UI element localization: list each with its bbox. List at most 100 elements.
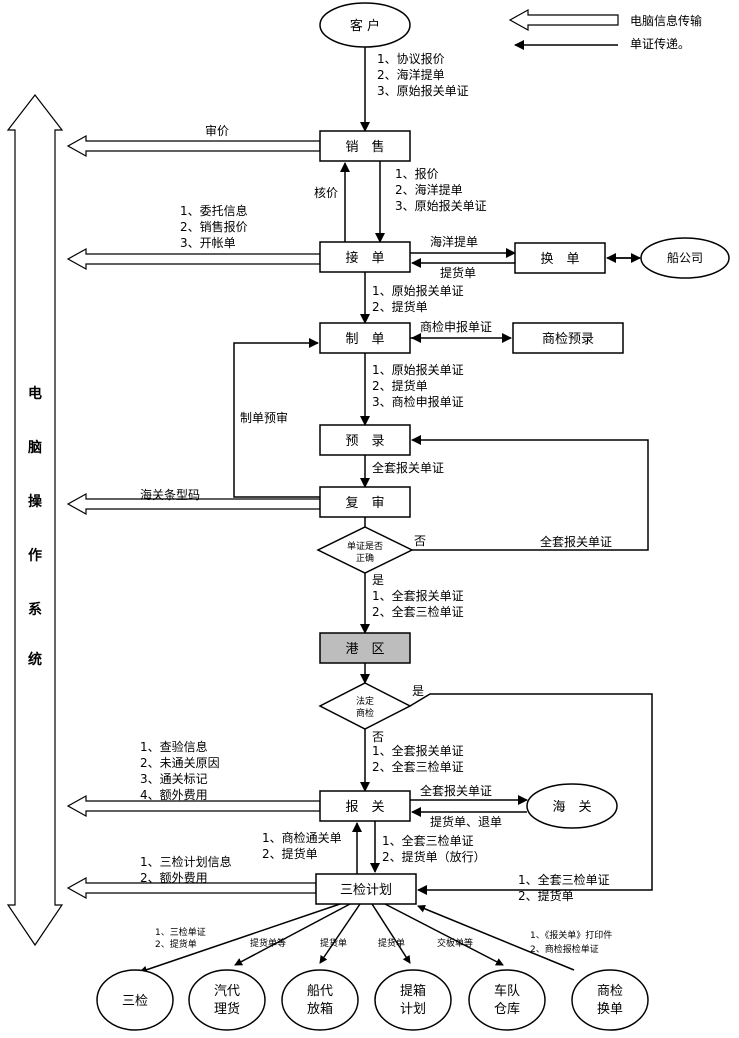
bottom-5-line2: 仓库 (494, 1001, 520, 1017)
arrow-decision1-no (411, 435, 649, 551)
hollow-arrow-review (66, 492, 321, 516)
sales-label: 销 售 (345, 139, 384, 155)
declare-info-4: 4、额外费用 (140, 788, 208, 802)
bottom-node-4 (374, 969, 452, 1031)
port-node (319, 632, 411, 664)
full-docs-right-label: 全套报关单证 (540, 534, 612, 549)
ocean-bl-label: 海洋提单 (430, 234, 478, 249)
system-char-4: 作 (28, 547, 42, 564)
bottom-node-2 (188, 969, 266, 1031)
sales-doc-2: 2、海洋提单 (395, 182, 463, 197)
preentry-label: 预 录 (345, 434, 384, 449)
right-doc-1: 1、全套三检单证 (518, 872, 610, 887)
bottom-4-line1: 提箱 (400, 983, 426, 999)
ciq-pre-node (512, 322, 624, 354)
bottom-node-3 (281, 969, 359, 1031)
bottom-3-line1: 船代 (307, 984, 333, 999)
arrow-plan-b2 (234, 903, 351, 966)
from-declare-2: 2、提货单（放行） (382, 849, 486, 864)
sales-node (319, 130, 411, 162)
port2-doc-2: 2、全套三检单证 (372, 759, 464, 774)
shipping-node (640, 237, 730, 279)
receive-label: 接 单 (345, 250, 384, 266)
bottom-3-line2: 放箱 (307, 1001, 333, 1017)
arrow-plan-b5 (384, 903, 504, 966)
full-docs-label: 全套报关单证 (372, 460, 444, 475)
customer-label: 客 户 (350, 18, 380, 34)
audit-label: 审价 (205, 123, 229, 138)
arrow-plan-b3 (319, 903, 361, 964)
system-bar: 电 脑 操 作 系 统 (6, 94, 64, 947)
plan-label: 三检计划 (340, 883, 392, 898)
hollow-arrow-sales (66, 134, 321, 158)
hollow-arrow-plan (66, 876, 317, 900)
b3-label: 提货单 (320, 937, 347, 949)
legend-info-label: 电脑信息传输 (630, 13, 702, 28)
cust-doc-2: 2、海洋提单 (377, 67, 445, 82)
declare-info-2: 2、未通关原因 (140, 756, 220, 770)
bottom-4-line2: 计划 (400, 1002, 426, 1017)
system-char-2: 脑 (28, 439, 42, 456)
prereview-label: 制单预审 (240, 410, 288, 425)
b1-line2: 2、提货单 (155, 938, 197, 950)
system-char-5: 系 (28, 601, 42, 618)
bottom-node-1 (96, 969, 174, 1031)
right-doc-2: 2、提货单 (518, 888, 574, 903)
delivery-label: 提货单 (440, 265, 476, 280)
sales-doc-1: 1、报价 (395, 166, 439, 181)
check-price-label: 核价 (314, 186, 338, 200)
arrow-plan-b1 (139, 903, 341, 974)
yes-label: 是 (372, 573, 384, 587)
review-label: 复 审 (345, 496, 384, 511)
legend-doc-label: 单证传递。 (630, 36, 690, 51)
bottom-6-line2: 换单 (597, 1002, 623, 1017)
receive-info-3: 3、开帐单 (180, 235, 236, 250)
arrow-plan-b4 (371, 903, 411, 964)
declare-info-3: 3、通关标记 (140, 772, 208, 786)
declare-info-1: 1、查验信息 (140, 739, 208, 754)
port-doc-1: 1、全套报关单证 (372, 588, 464, 603)
arrow-b6-plan (417, 904, 575, 971)
customs-label: 海 关 (552, 800, 591, 815)
plan-node (315, 873, 417, 905)
bottom-node-5 (468, 969, 546, 1031)
port-doc-2: 2、全套三检单证 (372, 604, 464, 619)
plan-info-2: 2、额外费用 (140, 871, 208, 885)
plan-info-1: 1、三检计划信息 (140, 854, 232, 869)
decision2-line2: 商检 (356, 707, 374, 719)
make-label: 制 单 (345, 332, 384, 347)
port2-doc-1: 1、全套报关单证 (372, 743, 464, 758)
system-double-arrow (6, 94, 64, 947)
no-label: 否 (414, 534, 426, 548)
decision1-line1: 单证是否 (347, 540, 383, 552)
arrow-review-make (233, 338, 320, 498)
b5-label: 交板单等 (437, 937, 473, 949)
decision2-line1: 法定 (356, 695, 374, 707)
bottom-6-line1: 商检 (597, 984, 623, 999)
b4-label: 提货单 (378, 937, 405, 949)
receive-node (319, 241, 411, 273)
to-declare-2: 2、提货单 (262, 846, 318, 861)
exchange-node (514, 242, 606, 274)
barcode-label: 海关条型码 (140, 487, 200, 502)
make-doc-1: 1、原始报关单证 (372, 362, 464, 377)
to-declare-1: 1、商检通关单 (262, 830, 342, 845)
receive-doc-1: 1、原始报关单证 (372, 283, 464, 298)
release-docs-label: 提货单、退单 (430, 814, 502, 829)
customs-node (526, 783, 618, 829)
legend: 电脑信息传输 单证传递。 (508, 8, 702, 51)
exchange-label: 换 单 (540, 252, 579, 267)
decision1-line2: 正确 (356, 552, 374, 564)
cust-doc-1: 1、协议报价 (377, 51, 445, 66)
shipping-label: 船公司 (667, 251, 703, 265)
system-char-6: 统 (28, 651, 42, 668)
receive-info-2: 2、销售报价 (180, 219, 248, 234)
no2-label: 否 (372, 730, 384, 744)
receive-info-1: 1、委托信息 (180, 203, 248, 218)
b2-label: 提货单等 (250, 937, 286, 949)
legend-hollow-arrow (508, 8, 619, 32)
ciq-docs-label: 商检申报单证 (420, 319, 492, 334)
review-node (319, 486, 411, 518)
b6-line1: 1、《报关单》打印件 (530, 929, 612, 941)
